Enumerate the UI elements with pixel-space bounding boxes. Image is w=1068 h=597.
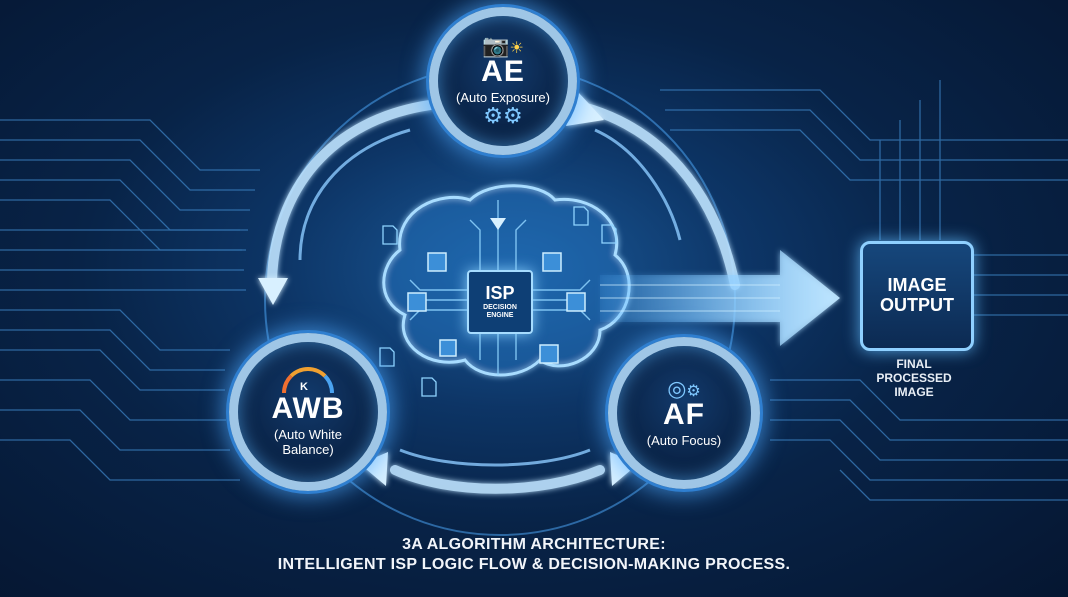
af-full-label: (Auto Focus) bbox=[646, 432, 722, 448]
ae-label: AE bbox=[481, 54, 525, 88]
gears-icon: ⚙⚙ bbox=[483, 103, 523, 129]
awb-full-label-2: Balance) bbox=[282, 441, 334, 457]
af-label: AF bbox=[663, 397, 705, 431]
sun-icon: ☀ bbox=[509, 39, 524, 57]
output-caption: FINAL PROCESSED IMAGE bbox=[860, 357, 968, 399]
caption-line-1: FINAL bbox=[896, 357, 932, 371]
awb-node: K AWB (Auto White Balance) bbox=[229, 333, 387, 491]
awb-full-label-1: (Auto White bbox=[274, 426, 342, 442]
isp-subtitle-1: DECISION bbox=[483, 303, 517, 311]
image-output-box: IMAGE OUTPUT bbox=[860, 241, 974, 351]
output-line-1: IMAGE bbox=[887, 275, 947, 296]
title-line-2: INTELLIGENT ISP LOGIC FLOW & DECISION-MA… bbox=[277, 556, 791, 573]
awb-label: AWB bbox=[271, 391, 345, 425]
caption-line-2: PROCESSED bbox=[876, 370, 952, 385]
title-line-1: 3A ALGORITHM ARCHITECTURE: bbox=[402, 536, 666, 553]
gauge-icon: K bbox=[282, 366, 334, 393]
camera-sun-icon: 📷☀ bbox=[482, 32, 524, 58]
af-node: ◎⚙ AF (Auto Focus) bbox=[608, 337, 760, 489]
output-line-2: OUTPUT bbox=[880, 295, 954, 315]
isp-title: ISP bbox=[485, 282, 515, 303]
isp-subtitle-2: ENGINE bbox=[486, 312, 514, 319]
ae-full-label: (Auto Exposure) bbox=[456, 89, 550, 105]
isp-decision-engine: ISP DECISION ENGINE bbox=[467, 270, 533, 334]
caption-line-3: IMAGE bbox=[894, 384, 934, 399]
target-gears-icon: ◎⚙ bbox=[667, 375, 701, 401]
ae-node: 📷☀ AE (Auto Exposure) ⚙⚙ bbox=[429, 7, 577, 155]
gauge-k-label: K bbox=[300, 380, 308, 393]
